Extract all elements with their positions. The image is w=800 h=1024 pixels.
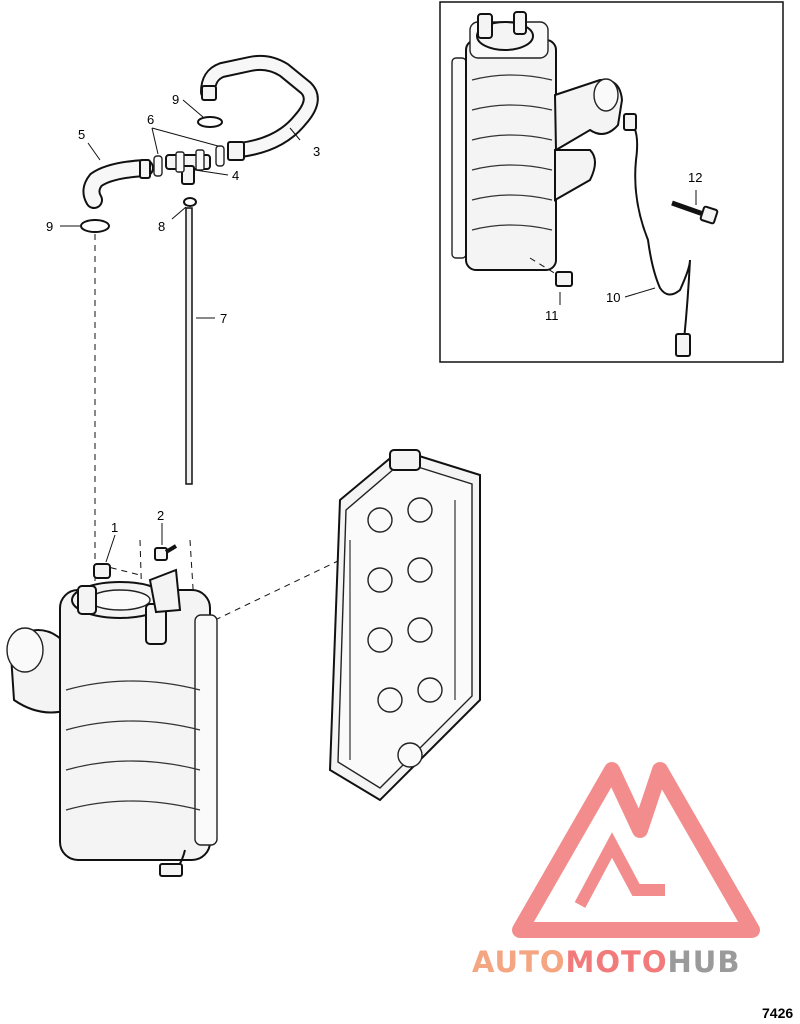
watermark-text: AUTOMOTOHUB (472, 945, 740, 979)
seal-6-right (215, 145, 225, 167)
bolt-12 (671, 200, 719, 225)
callout-4: 4 (232, 168, 239, 183)
bolt-11 (529, 257, 573, 287)
hose-10-fitting-bottom (675, 333, 691, 357)
callout-2: 2 (157, 508, 164, 523)
callout-labels: 1 2 3 4 5 6 7 8 9 9 10 11 12 (46, 92, 702, 535)
callout-8: 8 (158, 219, 165, 234)
callout-10: 10 (606, 290, 620, 305)
tee-fitting-4 (165, 149, 211, 185)
nut-1 (93, 563, 111, 579)
callout-7: 7 (220, 311, 227, 326)
callout-1: 1 (111, 520, 118, 535)
svg-text:AUTOMOTOHUB: AUTOMOTOHUB (472, 945, 740, 979)
inset-manifold (451, 11, 624, 271)
callout-11: 11 (545, 308, 559, 323)
inset-panel (439, 1, 784, 363)
stud-2 (154, 544, 178, 561)
callout-6: 6 (147, 112, 154, 127)
intake-manifold (6, 568, 218, 877)
callout-12: 12 (688, 170, 702, 185)
clamp-8 (183, 197, 197, 207)
hose-10 (629, 121, 691, 341)
cylinder-head (328, 448, 481, 802)
figure-number: 7426 (762, 1005, 793, 1021)
clamp-9-upper (197, 116, 223, 128)
callout-5: 5 (78, 127, 85, 142)
callout-3: 3 (313, 144, 320, 159)
seal-6-left (153, 155, 163, 177)
callout-9-lower: 9 (46, 219, 53, 234)
tube-7 (185, 207, 193, 485)
hose-assembly (60, 54, 319, 485)
watermark-logo (512, 762, 760, 938)
hose-10-fitting-top (623, 113, 637, 131)
assembly-guides (94, 234, 341, 621)
callout-9-upper: 9 (172, 92, 179, 107)
clamp-9-lower (80, 219, 110, 233)
